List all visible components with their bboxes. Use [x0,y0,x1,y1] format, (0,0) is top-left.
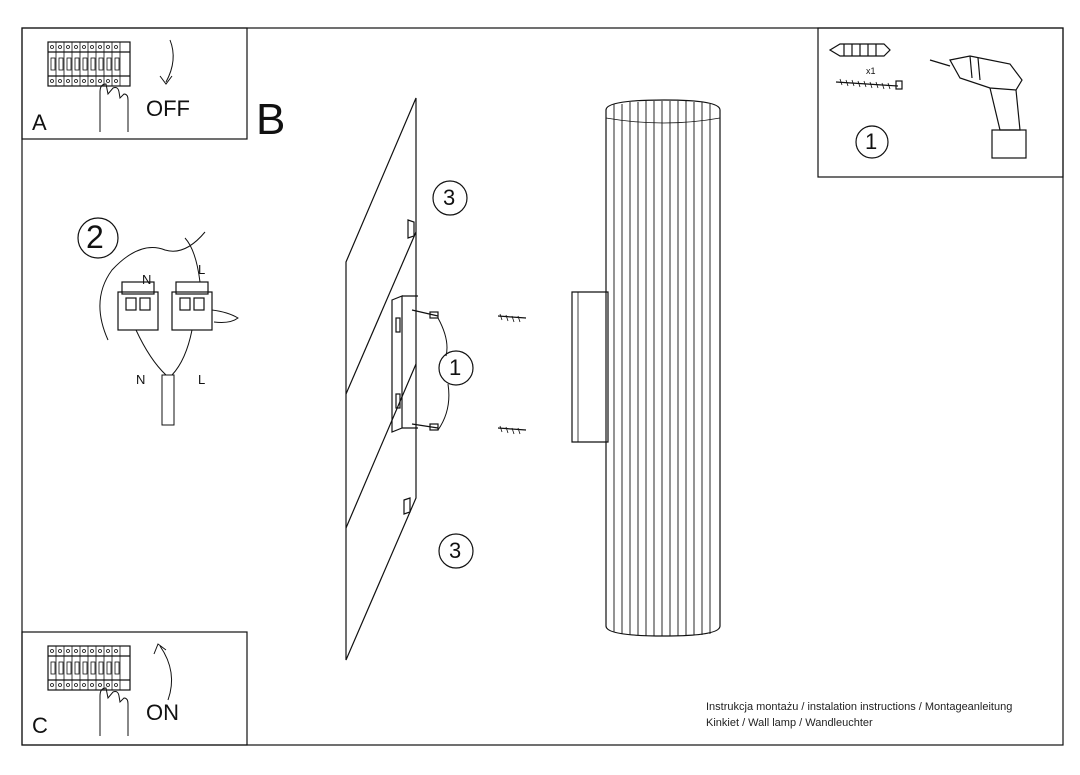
hand-icon [99,687,129,736]
footer-line-2: Kinkiet / Wall lamp / Wandleuchter [706,717,873,729]
hand-icon [99,83,129,132]
breaker-panel-icon [47,41,131,87]
wiring-step-number: 2 [86,219,104,255]
neutral-bottom-label: N [136,372,146,387]
live-top-label: L [198,262,206,277]
mounting-step-badge-top [432,180,468,216]
footer-line-1: Instrukcja montażu / instalation instruc… [706,701,1013,713]
wall-panel [345,97,417,661]
drill-icon [929,55,1027,159]
curved-arrow-icon [153,643,173,701]
wall-plug-icon [828,43,891,57]
wall-lamp-icon [571,99,721,637]
panel-b-letter: B [256,95,286,144]
neutral-top-label: N [142,272,152,287]
mounting-step-badge-bottom [438,533,474,569]
quantity-label: x1 [866,66,876,76]
switch-on-label: ON [146,700,179,725]
mounting-step-badge-screws [438,350,474,386]
panel-c-box [21,631,248,746]
panel-a-letter: A [32,110,47,135]
breaker-panel-icon [47,645,131,691]
outer-frame [21,27,1064,746]
wiring-step-badge [77,217,119,259]
mounting-step-screws: 1 [449,355,462,380]
tools-box [817,27,1064,178]
terminal-block-icon [171,281,213,331]
screw-icon [411,309,527,435]
panel-c-letter: C [32,713,48,738]
switch-off-label: OFF [146,96,190,121]
mounting-step-top: 3 [443,185,456,210]
curved-arrow-icon [159,39,174,85]
live-bottom-label: L [198,372,206,387]
wires [99,231,239,426]
mounting-step-bottom: 3 [449,538,462,563]
tools-step-badge [855,125,889,159]
panel-a-box [21,27,248,140]
screw-icon [835,78,903,90]
terminal-block-icon [117,281,159,331]
mounting-bracket-icon [391,219,418,515]
tools-step-number: 1 [865,129,878,154]
